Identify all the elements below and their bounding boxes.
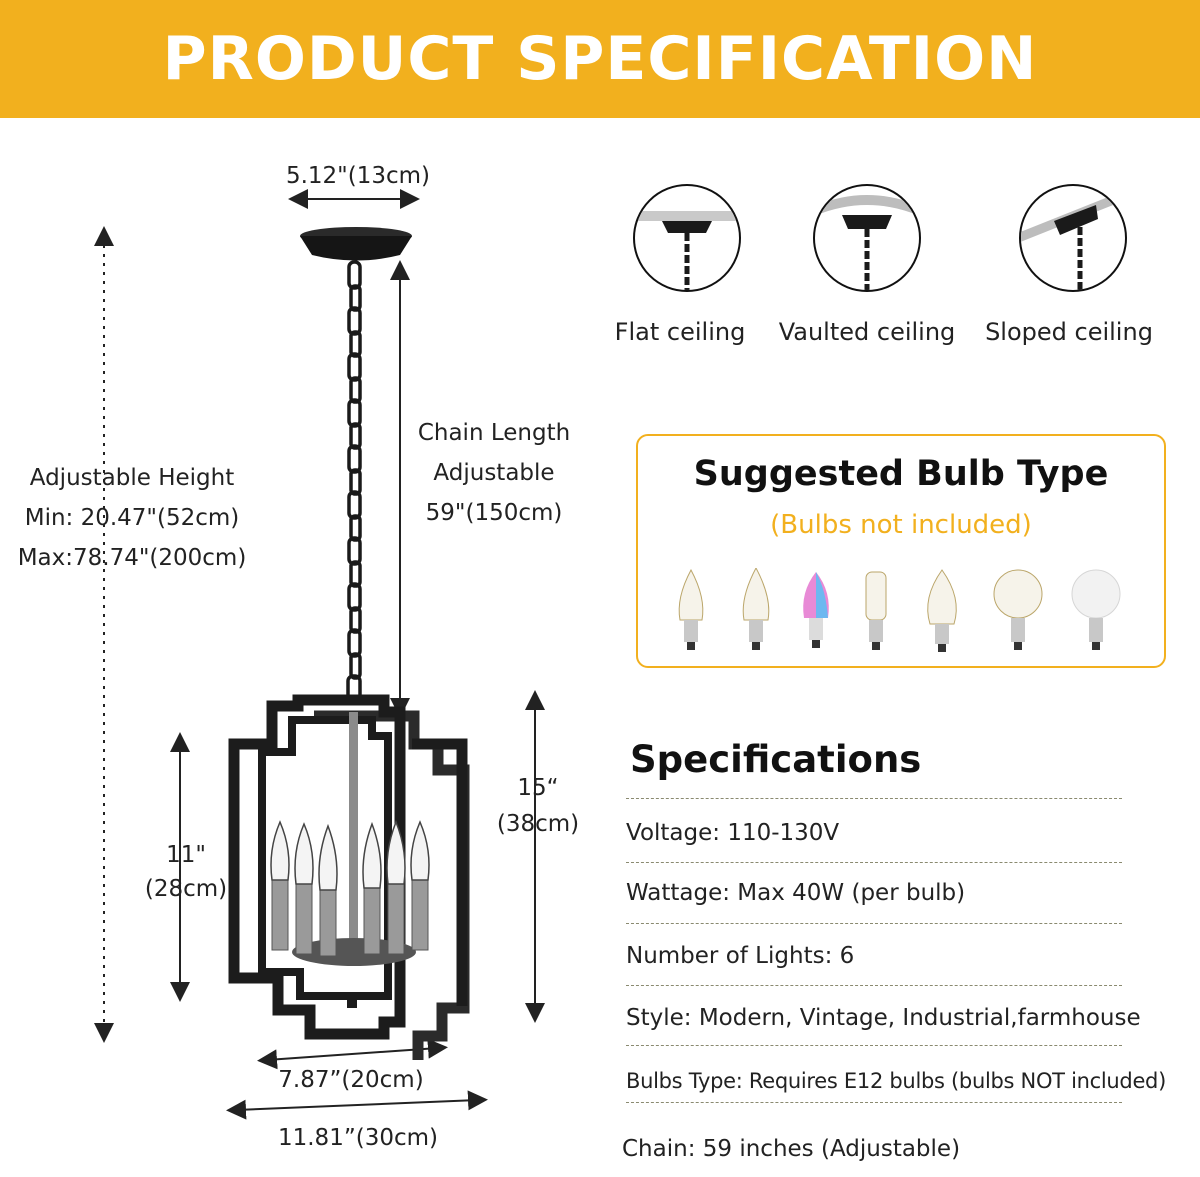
- ceiling-label-sloped: Sloped ceiling: [985, 318, 1153, 346]
- body-height-label: 15“ (38cm): [486, 770, 590, 842]
- spec-voltage: Voltage: 110-130V: [626, 820, 840, 846]
- candle-bulb-icon: [678, 568, 704, 650]
- spec-divider: [626, 798, 1122, 799]
- body-height-in: 15“: [517, 775, 559, 801]
- spec-bulbs-type: Bulbs Type: Requires E12 bulbs (bulbs NO…: [626, 1069, 1166, 1093]
- spec-divider: [626, 1102, 1122, 1103]
- inner-height-label: 11" (28cm): [134, 838, 238, 906]
- outer-width-arrow: [226, 1090, 488, 1120]
- inner-height-in: 11": [166, 842, 206, 868]
- spec-divider: [626, 985, 1122, 986]
- bulb-panel-subtitle: (Bulbs not included): [770, 510, 1032, 540]
- spec-divider: [626, 923, 1122, 924]
- canopy-width-label: 5.12"(13cm): [285, 163, 431, 189]
- inner-height-cm: (28cm): [144, 876, 228, 902]
- globe-bulb-icon: [993, 569, 1043, 650]
- chain: [346, 260, 362, 704]
- chain-length-line2: Adjustable: [433, 460, 555, 486]
- sloped-ceiling-icon: [1019, 184, 1127, 292]
- page-title: PRODUCT SPECIFICATION: [162, 24, 1038, 94]
- inner-width-arrow: [257, 1038, 448, 1070]
- adjustable-height-label: Adjustable Height Min: 20.47"(52cm) Max:…: [10, 458, 254, 578]
- ceiling-canopy: [300, 227, 412, 261]
- color-smart-bulb-icon: [803, 572, 829, 648]
- bulb-icons-row: [678, 568, 1121, 652]
- spec-divider: [626, 862, 1122, 863]
- spec-style: Style: Modern, Vintage, Industrial,farmh…: [626, 1005, 1141, 1031]
- candle-cluster: [270, 712, 430, 966]
- spec-number-of-lights: Number of Lights: 6: [626, 943, 855, 969]
- flat-ceiling-icon: [633, 184, 741, 292]
- height-max: Max:78.74"(200cm): [17, 545, 247, 571]
- bulb-panel-title: Suggested Bulb Type: [693, 454, 1109, 494]
- vaulted-ceiling-icon: [813, 184, 921, 292]
- suggested-bulb-panel: Suggested Bulb Type (Bulbs not included): [636, 434, 1166, 668]
- adjustable-height-title: Adjustable Height: [29, 465, 235, 491]
- specifications-title: Specifications: [630, 738, 922, 781]
- chain-length-label: Chain Length Adjustable 59"(150cm): [404, 413, 584, 533]
- header-banner: PRODUCT SPECIFICATION: [0, 0, 1200, 118]
- height-min: Min: 20.47"(52cm): [24, 505, 240, 531]
- led-globe-bulb-icon: [1071, 569, 1121, 650]
- ceiling-label-vaulted: Vaulted ceiling: [778, 318, 956, 346]
- edison-bulb-icon: [927, 569, 957, 652]
- chain-length-line1: Chain Length: [417, 420, 571, 446]
- inner-width-label: 7.87”(20cm): [278, 1067, 424, 1093]
- body-height-cm: (38cm): [496, 811, 580, 837]
- pendant-light-illustration: [94, 189, 545, 1120]
- chain-length-line3: 59"(150cm): [425, 500, 563, 526]
- outer-width-label: 11.81”(30cm): [277, 1125, 439, 1151]
- flame-tip-bulb-icon: [742, 568, 770, 650]
- spec-chain: Chain: 59 inches (Adjustable): [622, 1136, 961, 1162]
- tubular-bulb-icon: [865, 571, 887, 650]
- spec-divider: [626, 1045, 1122, 1046]
- spec-wattage: Wattage: Max 40W (per bulb): [626, 880, 966, 906]
- ceiling-label-flat: Flat ceiling: [614, 318, 746, 346]
